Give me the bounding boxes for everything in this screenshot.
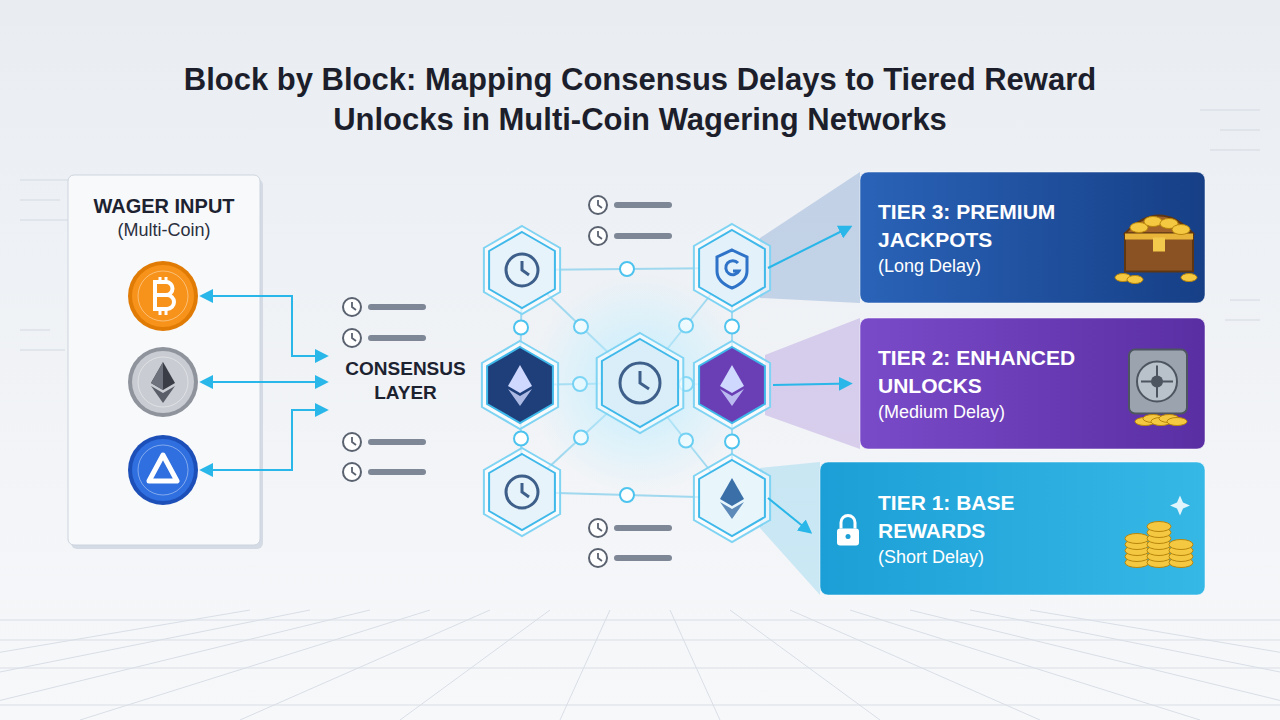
panel-box [68, 175, 260, 545]
input-wire [202, 410, 326, 470]
tier-beam [760, 172, 860, 303]
coin-stack-icon [1125, 496, 1193, 568]
input-wire [202, 296, 326, 356]
floor-line [910, 610, 1280, 720]
node-heading: WAGER INPUT [93, 195, 234, 218]
clock-bar-icon [589, 196, 672, 214]
network-dot [514, 432, 528, 446]
tier-arrow [773, 384, 850, 386]
floor-line [1030, 610, 1280, 720]
vault-icon [1129, 350, 1187, 426]
floor-line [560, 610, 610, 720]
network-dot [514, 321, 528, 335]
floor-line [850, 610, 1200, 720]
tier-arrow [768, 498, 810, 532]
floor-line [730, 610, 880, 720]
tier-beam [765, 318, 860, 449]
consensus-hexagon [484, 226, 560, 314]
floor-line [790, 610, 1040, 720]
clock-bar-icon [343, 463, 426, 481]
consensus-hexagon [694, 341, 770, 429]
consensus-hexagon [694, 454, 770, 542]
consensus-hexagon [597, 333, 684, 433]
consensus-hexagon [484, 448, 560, 536]
clock-bar-icon [589, 227, 672, 245]
input-panel: WAGER INPUT(Multi-Coin) [68, 175, 260, 545]
tier-band: TIER 3: PREMIUM JACKPOTS (Long Delay) [860, 172, 1205, 303]
floor-line [0, 620, 1280, 621]
clock-bar-icon [343, 329, 426, 347]
diagram-title: Block by Block: Mapping Consensus Delays… [170, 60, 1110, 141]
eth-coin [128, 347, 198, 417]
clock-bar-icon [589, 549, 672, 567]
floor-line [0, 705, 1280, 706]
node-heading: TIER 1: BASE REWARDS [878, 489, 1110, 544]
input-wire [202, 381, 326, 383]
clock-bar-icon [343, 298, 426, 316]
floor-line [80, 610, 430, 720]
floor-line [0, 610, 310, 720]
consensus-hexagon [482, 341, 558, 429]
tier-band: TIER 2: ENHANCED UNLOCKS (Medium Delay) [860, 318, 1205, 449]
floor-line [240, 610, 490, 720]
floor-line [0, 640, 1280, 641]
clock-bar-icon [589, 519, 672, 537]
layer-label: CONSENSUS LAYER [333, 357, 478, 405]
tri-coin [128, 435, 198, 505]
tier-box [860, 318, 1205, 449]
node-heading: TIER 2: ENHANCED UNLOCKS [878, 344, 1110, 399]
node-subtext: (Multi-Coin) [117, 220, 210, 241]
node-subtext: (Medium Delay) [878, 402, 1005, 423]
clock-bar-icon [343, 433, 426, 451]
btc-coin [128, 261, 198, 331]
tier-box [860, 172, 1205, 303]
tier-arrow [768, 227, 850, 268]
floor-line [670, 610, 720, 720]
lock-icon [837, 516, 859, 546]
node-heading: TIER 3: PREMIUM JACKPOTS [878, 198, 1110, 253]
node-subtext: (Long Delay) [878, 256, 981, 277]
tier-band: TIER 1: BASE REWARDS (Short Delay) [820, 462, 1205, 595]
node-subtext: (Short Delay) [878, 547, 984, 568]
floor-line [400, 610, 550, 720]
floor-line [0, 668, 1280, 669]
consensus-hexagon [694, 224, 770, 312]
floor-line [0, 610, 370, 720]
tier-box [820, 462, 1205, 595]
treasure-chest-icon [1115, 216, 1197, 284]
